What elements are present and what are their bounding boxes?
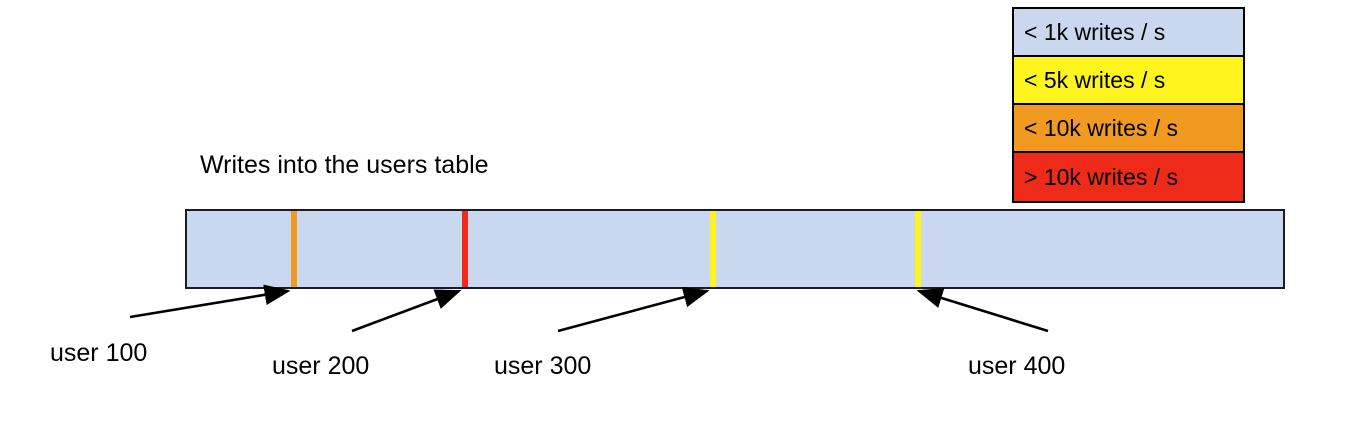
legend-item-under-1k: < 1k writes / s (1014, 9, 1243, 57)
callout-label-user-400: user 400 (968, 352, 1066, 380)
users-table-bar (185, 209, 1285, 289)
legend-item-over-10k: > 10k writes / s (1014, 153, 1243, 201)
callout-arrow-2 (557, 287, 710, 333)
stripe-user-100 (291, 211, 297, 287)
callout-arrow-0 (129, 284, 291, 319)
callout-label-user-200: user 200 (272, 352, 370, 380)
stripe-user-200 (462, 211, 468, 287)
legend-item-label: < 10k writes / s (1024, 114, 1179, 141)
callout-label-user-300: user 300 (494, 352, 592, 380)
stripe-user-400 (915, 211, 921, 287)
legend-item-under-5k: < 5k writes / s (1014, 57, 1243, 105)
legend-item-label: > 10k writes / s (1024, 163, 1179, 190)
legend-item-label: < 5k writes / s (1024, 66, 1166, 93)
callout-arrow-1 (351, 289, 462, 333)
legend: < 1k writes / s < 5k writes / s < 10k wr… (1012, 7, 1245, 203)
callout-arrow-3 (916, 287, 1049, 333)
legend-item-label: < 1k writes / s (1024, 18, 1166, 45)
callout-label-user-100: user 100 (50, 339, 148, 367)
legend-item-under-10k: < 10k writes / s (1014, 105, 1243, 153)
chart-title: Writes into the users table (200, 151, 489, 179)
stripe-user-300 (710, 211, 716, 287)
